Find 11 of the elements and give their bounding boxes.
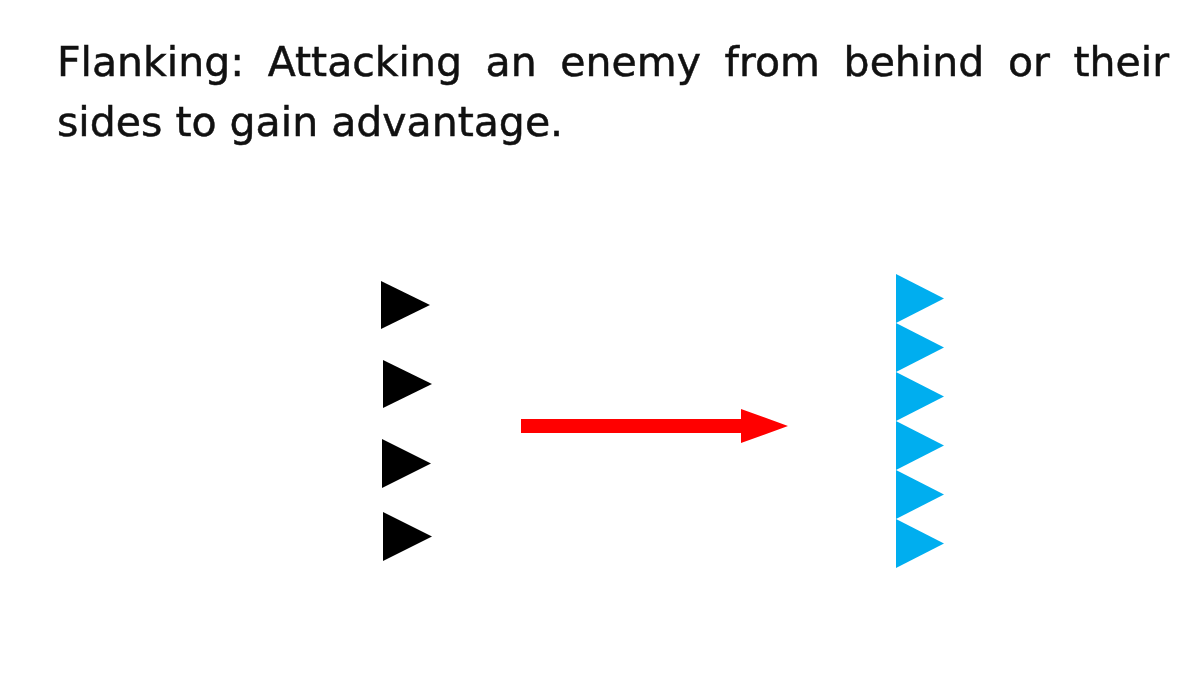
title-text: Flanking: Attacking an enemy from behind or their sides to gain advantage. — [57, 37, 1169, 148]
triangle-marker — [896, 519, 944, 568]
triangle-marker — [382, 439, 431, 488]
triangle-marker — [381, 281, 430, 329]
triangle-marker — [896, 421, 944, 470]
triangle-marker — [383, 360, 432, 408]
triangle-marker — [896, 274, 944, 323]
triangle-marker — [896, 470, 944, 519]
triangle-marker — [383, 512, 432, 561]
triangle-marker — [896, 372, 944, 421]
triangle-marker — [896, 323, 944, 372]
